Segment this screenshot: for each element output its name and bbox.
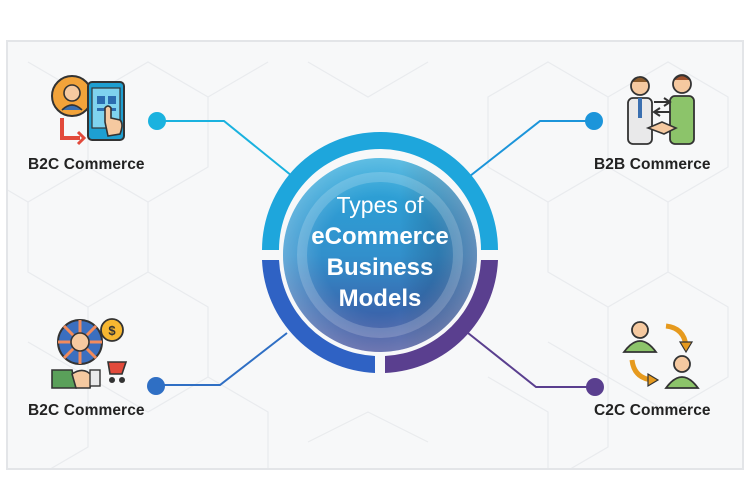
label-b2b: B2B Commerce (594, 156, 711, 173)
connector-bottom-left (156, 332, 288, 386)
customer-tablet-icon (51, 75, 125, 146)
hub-ring-bottom-right (385, 260, 498, 373)
label-b2c-bottom: B2C Commerce (28, 402, 145, 419)
label-c2c: C2C Commerce (594, 402, 711, 419)
user-exchange-icon (622, 321, 700, 389)
hub-title-line4: Models (338, 285, 422, 312)
node-dot-c2c (586, 378, 604, 396)
node-dot-b2c-bottom (147, 377, 165, 395)
hub-ring-top (262, 132, 498, 250)
svg-text:$: $ (108, 323, 116, 338)
customer-shopping-icon: $ (51, 318, 128, 389)
central-hub (262, 132, 498, 373)
hub-title: Types of eCommerce Business Models (255, 190, 505, 314)
label-b2c-top: B2C Commerce (28, 156, 145, 173)
connector-top-left (164, 120, 293, 177)
node-dot-b2c-top (148, 112, 166, 130)
hub-title-line1: Types of (336, 192, 424, 218)
handshake-icon (627, 74, 695, 145)
hub-ring-bottom-left (262, 260, 375, 373)
hub-title-line2: eCommerce (311, 223, 449, 250)
connector-bottom-right (467, 332, 594, 388)
node-dot-b2b (585, 112, 603, 130)
connector-top-right (469, 120, 593, 177)
hub-title-line3: Business (326, 254, 434, 281)
